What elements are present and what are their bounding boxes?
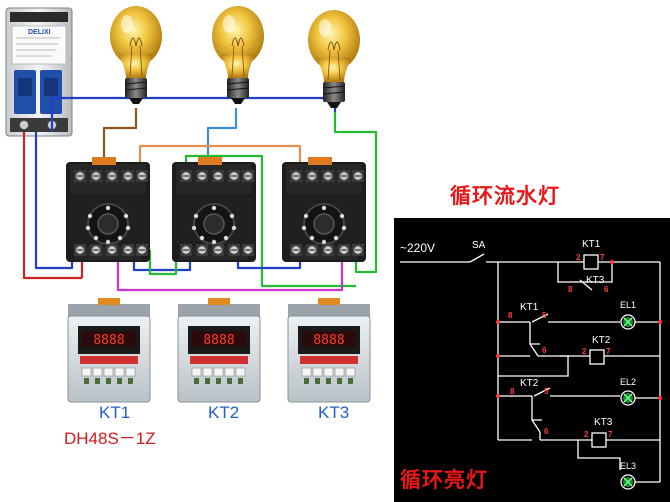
wire-green-lamp3 [333,112,378,274]
timer-relay-1 [67,297,151,403]
supply-voltage: ~220V [400,241,436,255]
timer-label-kt2: KT2 [208,403,240,422]
kt3-coil-term-2: 2 [584,430,589,439]
relay-socket-2 [171,157,257,263]
kt1-coil-term-2: 2 [576,253,581,262]
timer-relay-3 [287,297,371,403]
relay-socket-1 [65,157,151,263]
timer-model: DH48S－1Z [64,429,156,448]
contact-kt1-label: KT1 [520,302,539,313]
contact-kt2-label: KT2 [520,378,539,389]
lamp-1 [109,5,163,105]
wire-green-mid [184,154,356,288]
timer-label-kt1: KT1 [99,403,131,422]
row1-term-8: 8 [508,311,513,320]
lamp-3 [307,9,361,109]
wire-lightblue-lamp2 [206,108,238,170]
lamp-el2-label: EL2 [620,377,637,387]
timer-label-kt3: KT3 [318,403,350,422]
coil-kt2-label: KT2 [592,335,611,346]
schematic-title-top: 循环流水灯 [450,184,560,208]
kt1-coil-term-7: 7 [600,253,605,262]
kt3-nc-term-6: 6 [604,285,609,294]
schematic-title-bottom: 循环亮灯 [400,468,488,492]
circuit-breaker [5,7,73,137]
wire-magenta-loop [116,250,344,292]
row3-term-5: 5 [544,387,549,396]
wire-brown-lamp1 [102,108,138,170]
row1-term-5: 5 [542,311,547,320]
contact-kt3-nc-label: KT3 [586,275,605,286]
kt3-coil-term-7: 7 [608,430,613,439]
coil-kt1-label: KT1 [582,239,601,250]
coil-kt3-label: KT3 [594,417,613,428]
breaker-brand: DELIXI [28,29,51,36]
timer-relay-2 [177,297,261,403]
schematic-panel [394,218,670,502]
row3-term-8: 8 [510,387,515,396]
lamp-el3-label: EL3 [620,461,637,471]
wire-red-supply [22,132,82,280]
switch-sa: SA [472,240,486,251]
kt2-coil-term-7: 7 [606,347,611,356]
kt3-nc-term-8: 8 [568,285,573,294]
wire-blue-top [50,96,335,132]
relay-socket-3 [281,157,367,263]
row4-term-6: 6 [544,427,549,436]
lamp-el1-label: EL1 [620,300,637,310]
kt2-coil-term-2: 2 [582,347,587,356]
row2-term-6: 6 [542,346,547,355]
lamp-2 [211,5,265,105]
wire-orange-link [138,144,302,170]
